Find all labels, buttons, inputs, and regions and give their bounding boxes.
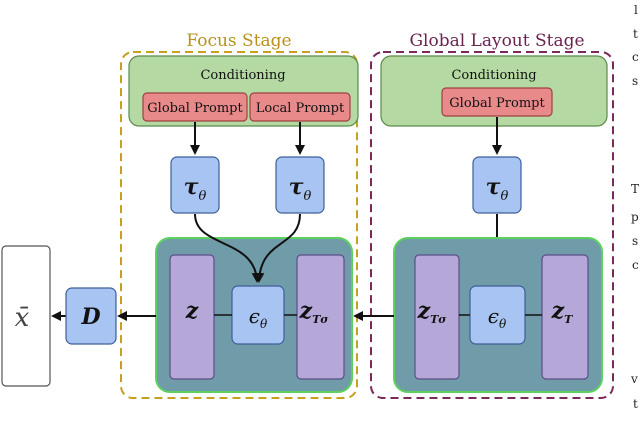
global-global-prompt-box xyxy=(441,87,553,117)
decoder-label: D xyxy=(80,304,100,330)
cropped-text-fragment: s xyxy=(632,234,638,248)
cropped-text-fragment: c xyxy=(632,50,639,64)
focus-latent-right-bar xyxy=(296,254,345,380)
global-global-prompt-label: Global Prompt xyxy=(449,96,545,111)
focus-global-prompt-box xyxy=(142,92,248,122)
arrow-focus-encoder-left-to-denoiser xyxy=(194,213,262,283)
focus-latent-left-label: z xyxy=(185,298,199,324)
focus-stage-frame xyxy=(120,51,358,399)
cropped-text-fragment: l xyxy=(634,3,638,17)
focus-latent-left-bar xyxy=(169,254,215,380)
cropped-text-fragment: c xyxy=(632,258,639,272)
focus-encoder-left-box xyxy=(170,156,220,214)
global-stage-title: Global Layout Stage xyxy=(409,31,584,51)
focus-local-prompt-label: Local Prompt xyxy=(256,101,345,116)
decoder-box xyxy=(65,287,117,345)
global-latent-right-bar xyxy=(541,254,589,380)
cropped-text-fragment: p xyxy=(631,210,639,224)
cropped-text-fragment: t xyxy=(633,397,638,411)
focus-stage-title: Focus Stage xyxy=(186,31,291,51)
arrow-focus-encoder-right-to-denoiser xyxy=(254,213,301,283)
global-conditioning-label: Conditioning xyxy=(451,68,536,83)
cropped-text-fragment: v xyxy=(630,372,638,386)
focus-conditioning-label: Conditioning xyxy=(200,68,285,83)
cropped-text-fragment: t xyxy=(633,27,638,41)
output-box xyxy=(1,245,51,387)
cropped-text-fragment: s xyxy=(632,74,638,88)
global-latent-left-bar xyxy=(414,254,460,380)
focus-global-prompt-label: Global Prompt xyxy=(147,101,243,116)
focus-encoder-right-box xyxy=(275,156,325,214)
cropped-text-fragment: T xyxy=(631,182,639,196)
focus-local-prompt-box xyxy=(249,92,351,122)
output-label: x̄ xyxy=(15,303,30,333)
global-stage-frame xyxy=(370,51,614,399)
global-encoder-box xyxy=(472,156,522,214)
